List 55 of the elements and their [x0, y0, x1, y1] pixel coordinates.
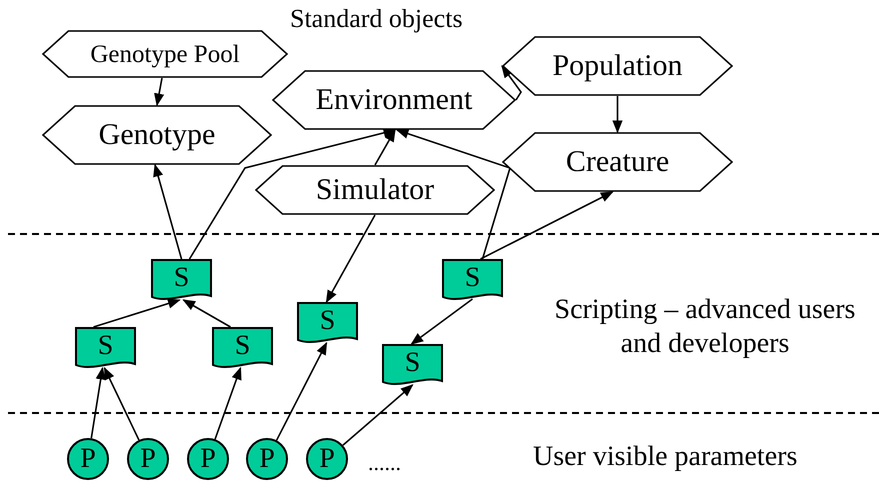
node-label: P [200, 445, 216, 473]
arrow [276, 342, 328, 441]
node-label: S [174, 264, 190, 292]
node-label: S [98, 332, 114, 360]
node-label: P [80, 445, 96, 473]
node-label: P [259, 445, 275, 473]
layer-label: User visible parameters [533, 440, 798, 474]
script-document [212, 327, 273, 370]
node-label: Genotype Pool [90, 42, 240, 66]
node-label: Genotype [98, 120, 216, 150]
arrow [104, 366, 140, 440]
arrow [153, 164, 182, 260]
node-label: Simulator [316, 175, 434, 205]
node-label: Creature [566, 147, 670, 177]
node-label: Population [552, 51, 682, 81]
arrow [90, 366, 106, 438]
node-label: P [319, 445, 335, 473]
parameter-circle [67, 438, 109, 480]
arrow [214, 366, 242, 440]
arrow [480, 191, 614, 260]
arrow [188, 128, 396, 260]
arrow [326, 214, 376, 304]
arrow [501, 64, 522, 100]
arrow [374, 128, 396, 166]
parameter-circle [127, 438, 169, 480]
arrow [93, 298, 181, 328]
diagram-title: Standard objects [290, 4, 463, 34]
script-document [382, 344, 443, 387]
node-label: S [464, 264, 480, 292]
node-label: S [404, 348, 420, 376]
ellipsis-label: ...... [368, 450, 401, 476]
hexagon-node [502, 132, 733, 192]
hexagon-node [42, 105, 272, 165]
parameter-circle [246, 438, 288, 480]
arrow [182, 299, 231, 328]
layer-label: Scripting – advanced users and developers [554, 293, 856, 360]
parameter-circle [306, 438, 348, 480]
arrow [396, 128, 511, 260]
arrow [154, 78, 164, 106]
node-label: S [234, 332, 250, 360]
node-label: P [140, 445, 156, 473]
hexagon-node [42, 30, 288, 78]
hexagon-node [272, 70, 516, 130]
script-document [75, 327, 136, 370]
hexagon-node [255, 165, 495, 215]
script-document [442, 259, 503, 302]
script-document [297, 302, 358, 345]
node-label: S [320, 306, 336, 334]
hexagon-node [502, 36, 733, 96]
node-label: Environment [316, 85, 472, 115]
parameter-circle [187, 438, 229, 480]
arrow [612, 96, 623, 134]
arrow [410, 298, 473, 345]
arrow [342, 384, 414, 446]
script-document [151, 259, 212, 302]
